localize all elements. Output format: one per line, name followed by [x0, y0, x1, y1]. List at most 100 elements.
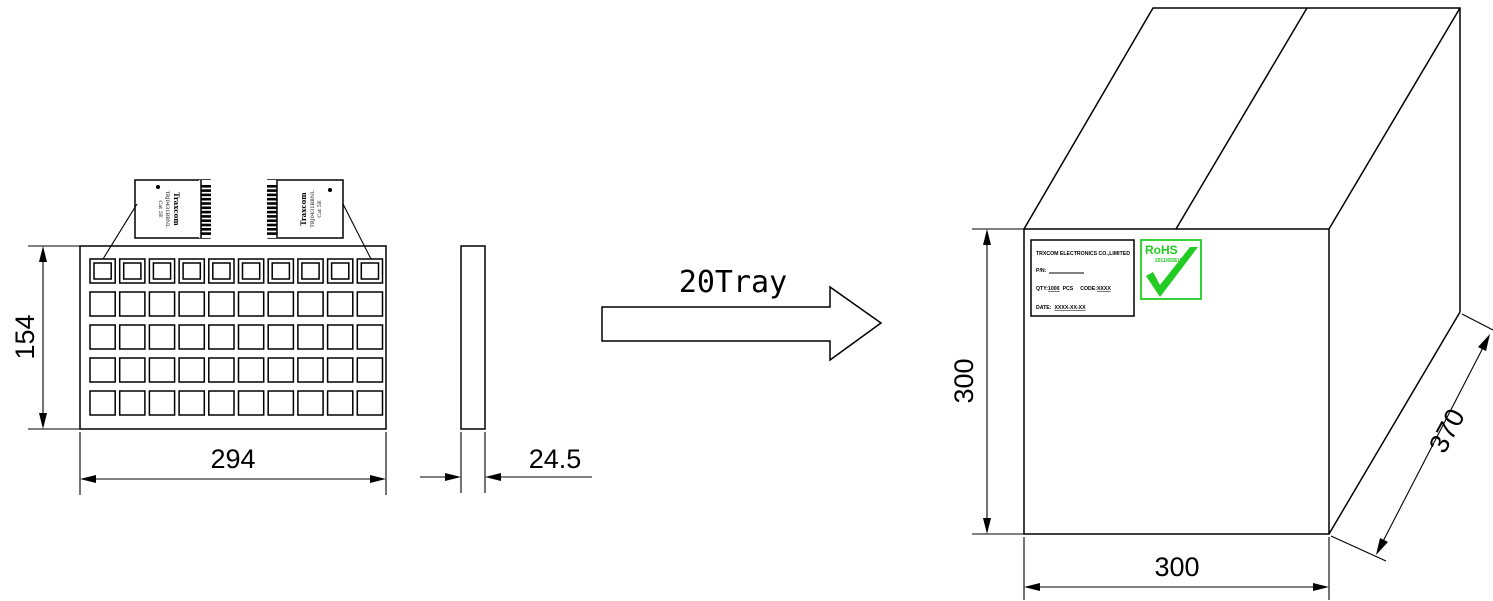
component-pin: [201, 197, 211, 201]
tray-cell: [118, 258, 146, 284]
component-pin: [201, 202, 211, 205]
component-pin: [201, 228, 211, 231]
tray-cell: [148, 357, 176, 383]
tray-cell: [297, 390, 324, 416]
component-pin: [201, 193, 211, 197]
tray-cell: [356, 357, 384, 383]
component-brand: Traxcom: [172, 192, 181, 226]
tray-cell: [326, 390, 354, 416]
rohs-mark: RoHS 2011/65/EU: [1140, 239, 1202, 300]
tray-cell: [297, 258, 324, 284]
tray-cell: [148, 291, 176, 317]
tray-cell: [178, 357, 206, 383]
component-left: Traxcom TRJ0431BBNL Cat 5E: [102, 179, 212, 260]
component-sub: Cat 5E: [157, 200, 163, 218]
box-width-label: 300: [1154, 552, 1199, 582]
tray-side-outline: [460, 245, 486, 430]
leader-line-right: [342, 203, 372, 260]
component-pin: [201, 223, 211, 227]
component-pin: [267, 228, 277, 231]
block-arrow: [601, 285, 883, 362]
tray-height-dimension: 154: [10, 245, 80, 430]
carton-box: [1023, 7, 1461, 535]
leader-line-left: [102, 203, 138, 260]
label-date: DATE:XXXX-XX-XX: [1036, 305, 1086, 311]
tray-cell: [237, 390, 265, 416]
rohs-title: RoHS: [1145, 243, 1178, 257]
tray-cell: [148, 258, 176, 284]
tray-cell: [89, 390, 116, 416]
label-pn: P/N:: [1036, 268, 1047, 274]
tray-cell-component: [212, 262, 231, 280]
tray-cell: [208, 258, 235, 284]
tray-cell: [118, 291, 146, 317]
tray-cell: [89, 357, 116, 383]
tray-thickness-label: 24.5: [529, 444, 582, 474]
tray-cell: [178, 324, 206, 350]
tray-cell-component: [93, 262, 112, 280]
box-width-dimension: 300: [1023, 537, 1330, 600]
component-right: Traxcom TRJ0431BBNL Cat 5E: [265, 179, 372, 260]
component-pin: [267, 215, 277, 218]
tray-cell: [356, 291, 384, 317]
tray-cell: [178, 258, 206, 284]
tray-cell: [208, 324, 235, 350]
rohs-border: [1140, 239, 1202, 300]
tray-height-label: 154: [10, 314, 40, 359]
tray-cell: [178, 291, 206, 317]
component-pin: [267, 223, 277, 227]
tray-cell-component: [182, 262, 202, 280]
tray-width-dimension: 294: [79, 432, 387, 495]
pin1-marker: [156, 185, 160, 189]
tray-cell-component: [241, 262, 261, 280]
arrow-label: 20Tray: [679, 265, 787, 300]
rohs-directive: 2011/65/EU: [1155, 258, 1182, 264]
tray-cell: [89, 324, 116, 350]
component-pin: [267, 185, 277, 188]
label-company: TRXCOM ELECTRONICS CO.,LIMITED: [1036, 251, 1130, 257]
tray-cell: [267, 357, 295, 383]
tray-cell: [118, 357, 146, 383]
process-arrow: 20Tray: [601, 265, 883, 362]
tray-cell-grid: [89, 258, 384, 416]
component-pins: [267, 185, 277, 235]
component-pin: [201, 210, 211, 214]
tray-cell: [118, 324, 146, 350]
box-height-label: 300: [949, 358, 979, 403]
tray-cell: [326, 291, 354, 317]
component-pin: [267, 197, 277, 201]
tray-front-view: [79, 245, 387, 430]
component-part: TRJ0431BBNL: [164, 191, 170, 229]
tray-cell: [326, 258, 354, 284]
tray-cell: [297, 357, 324, 383]
tray-cell: [267, 324, 295, 350]
checkmark-icon: [1146, 247, 1198, 297]
tray-cell-component: [271, 262, 291, 280]
tray-cell: [267, 291, 295, 317]
component-brand: Traxcom: [299, 192, 308, 226]
tray-cell: [208, 357, 235, 383]
tray-cell: [297, 291, 324, 317]
tray-cell: [148, 390, 176, 416]
tray-cell: [208, 390, 235, 416]
box-top-side-edges: [1023, 7, 1461, 312]
component-pin: [201, 219, 211, 222]
tray-cell: [356, 258, 384, 284]
component-pins: [201, 185, 211, 235]
pin1-marker: [328, 188, 332, 192]
component-pin: [267, 189, 277, 192]
component-pin: [267, 193, 277, 197]
tray-cell: [178, 390, 206, 416]
tray-cell: [267, 390, 295, 416]
box-tape-line: [1175, 7, 1308, 230]
component-pin: [201, 185, 211, 188]
tray-outline: [79, 245, 387, 430]
component-pin: [201, 206, 211, 210]
component-pin: [267, 202, 277, 205]
tray-cell: [356, 390, 384, 416]
tray-thickness-dimension: 24.5: [420, 432, 592, 493]
tray-width-label: 294: [210, 444, 255, 474]
tray-cell-component: [360, 262, 380, 280]
